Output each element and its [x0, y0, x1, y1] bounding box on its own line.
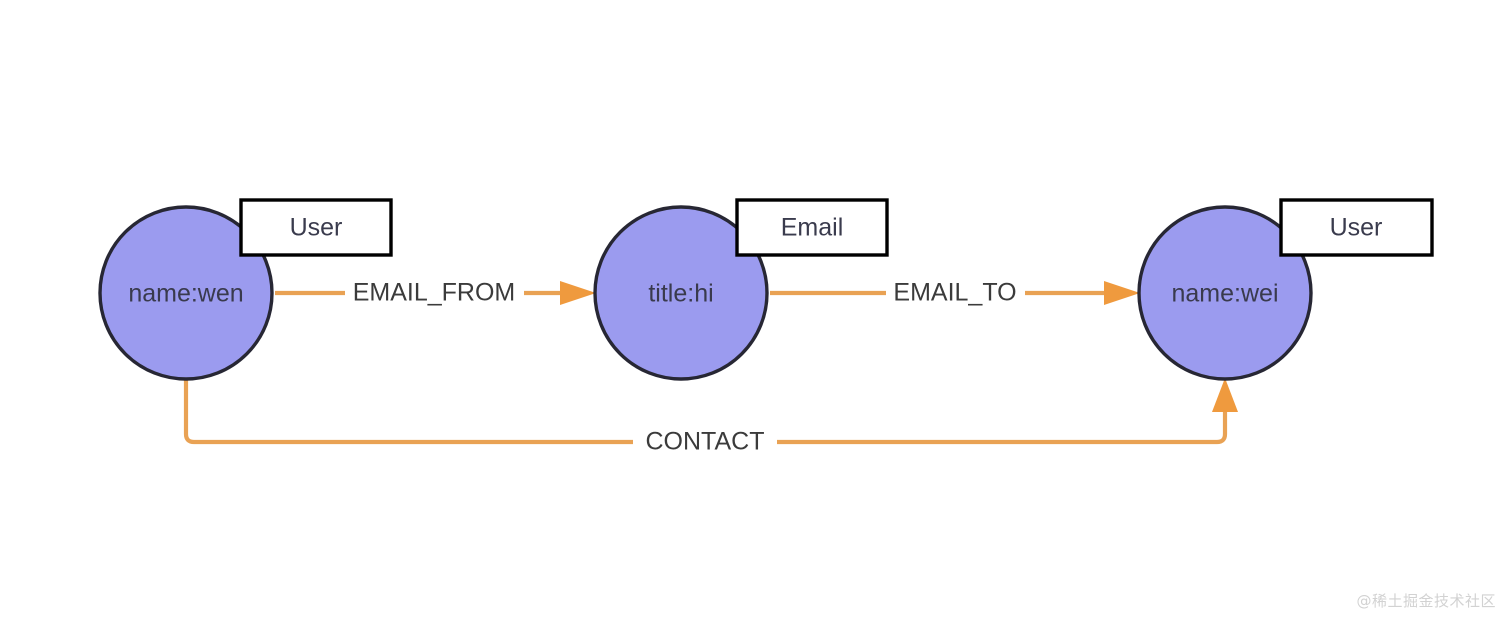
edge-arrowhead-contact — [1212, 378, 1238, 412]
node-property-email-hi: title:hi — [648, 280, 713, 308]
node-type-label-user-wen: User — [290, 214, 343, 242]
edge-label-backdrop-email-from — [345, 278, 524, 310]
edge-group-contact[interactable]: CONTACT — [183, 378, 1238, 459]
edge-label-email-from: EMAIL_FROM — [353, 279, 516, 307]
node-type-box-rect-email-hi[interactable] — [735, 198, 889, 257]
node-type-box-email-hi[interactable]: Email — [735, 198, 889, 257]
edge-label-contact: CONTACT — [646, 428, 765, 456]
node-type-label-user-wei: User — [1330, 214, 1383, 242]
edge-arrowhead-email-to — [1104, 281, 1140, 305]
edge-group-email-to[interactable]: EMAIL_TO — [770, 278, 1140, 310]
node-email-hi[interactable]: title:hi — [593, 205, 769, 381]
edge-label-backdrop-email-to — [886, 278, 1025, 310]
node-property-user-wei: name:wei — [1172, 280, 1279, 308]
edge-arrowhead-email-from — [560, 281, 596, 305]
node-type-box-rect-user-wen[interactable] — [239, 198, 393, 257]
node-property-user-wen: name:wen — [128, 280, 243, 308]
edge-label-backdrop-contact — [633, 427, 777, 459]
node-circle-email-hi[interactable] — [593, 205, 769, 381]
node-type-box-user-wei[interactable]: User — [1279, 198, 1434, 257]
node-type-box-rect-user-wei[interactable] — [1279, 198, 1434, 257]
node-type-box-user-wen[interactable]: User — [239, 198, 393, 257]
node-circle-user-wei[interactable] — [1137, 205, 1313, 381]
watermark: @稀土掘金技术社区 — [1356, 592, 1496, 610]
node-type-label-email-hi: Email — [781, 214, 844, 242]
edge-label-email-to: EMAIL_TO — [893, 279, 1016, 307]
node-user-wei[interactable]: name:wei — [1137, 205, 1313, 381]
edge-group-email-from[interactable]: EMAIL_FROM — [275, 278, 596, 310]
node-circle-user-wen[interactable] — [98, 205, 274, 381]
node-user-wen[interactable]: name:wen — [98, 205, 274, 381]
